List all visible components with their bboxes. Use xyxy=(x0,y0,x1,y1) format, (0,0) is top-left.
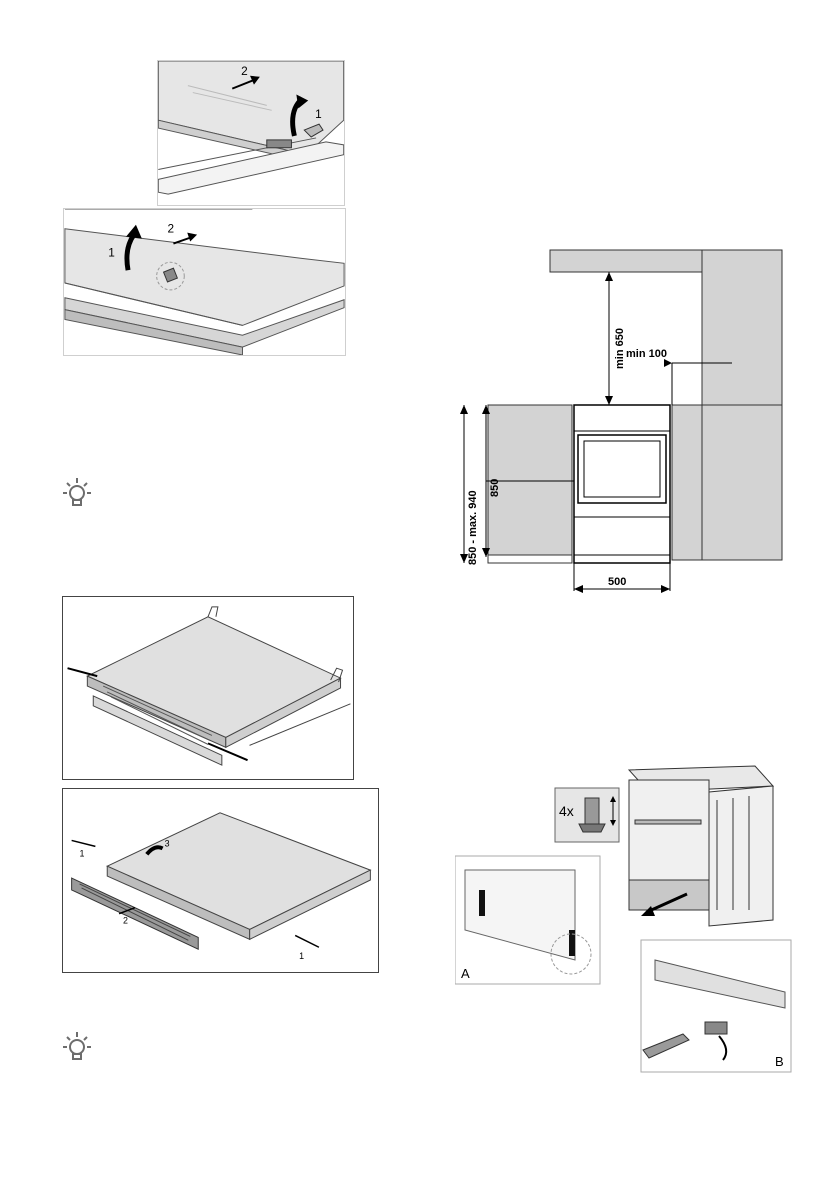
height-label: 850 xyxy=(489,479,501,497)
installation-dimensions-figure: min 650 min 100 850 - max. 940 850 500 xyxy=(450,245,790,595)
lid-removal-figure-bottom: 2 1 xyxy=(63,208,346,356)
detail-b-label: B xyxy=(775,1054,784,1069)
front-panel-removal-drawing: 1 2 3 1 xyxy=(71,812,372,961)
step-front-label: 2 xyxy=(123,916,128,926)
min-side-clearance-label: min 100 xyxy=(626,348,667,360)
detail-a-label: A xyxy=(461,966,470,981)
lid-removal-drawing-top: 2 1 xyxy=(158,61,344,195)
step-slide-label: 2 xyxy=(241,64,248,78)
step-slide-label: 2 xyxy=(168,222,175,236)
width-label: 500 xyxy=(608,576,626,588)
front-panel-assembled-drawing xyxy=(67,606,351,766)
min-top-clearance-label: min 650 xyxy=(614,328,626,369)
step-lift-label: 1 xyxy=(108,245,115,259)
height-range-label: 850 - max. 940 xyxy=(467,490,479,565)
lightbulb-icon xyxy=(60,476,94,510)
front-panel-removal-figure: 1 2 3 1 xyxy=(62,788,379,973)
adjustable-feet-drawing: 4x A B xyxy=(455,765,792,1073)
installation-dimensions-drawing: min 650 min 100 850 - max. 940 850 500 xyxy=(460,249,783,593)
adjustable-feet-figure: 4x A B xyxy=(455,760,795,1075)
step-right-label: 1 xyxy=(299,951,304,961)
lid-removal-drawing-bottom: 2 1 xyxy=(64,209,345,355)
lightbulb-icon xyxy=(60,1030,94,1064)
step-lift-label: 1 xyxy=(315,107,322,121)
feet-count-label: 4x xyxy=(559,803,574,819)
step-left-label: 1 xyxy=(80,848,85,858)
step-rotate-label: 3 xyxy=(165,838,170,848)
lid-removal-figure-top: 2 1 xyxy=(157,60,345,206)
front-panel-assembled-figure xyxy=(62,596,354,780)
